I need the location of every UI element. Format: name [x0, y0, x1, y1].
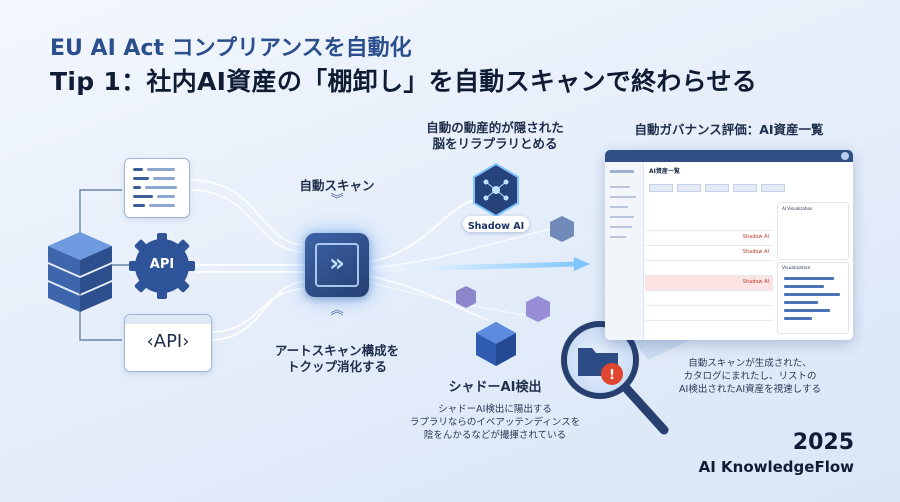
warning-icon: ! [601, 363, 623, 385]
shadow-top-line2: 脳をリラプラリとめる [432, 136, 558, 152]
shadow-ai-cube-icon [476, 322, 516, 366]
warn-tag: Shadow AI [742, 279, 769, 285]
right-note-line2: カタログにまれたし、リストの [683, 370, 817, 382]
api-window: ‹API› [124, 314, 212, 372]
api-gear-label: API [149, 257, 175, 272]
table-row[interactable] [645, 216, 773, 231]
api-gear-icon [129, 233, 195, 299]
graph-panel: AI Visualization [777, 202, 849, 260]
incoming-streams [189, 179, 306, 341]
shadow-note-line3: 陰をんかるなどが撮揮されている [423, 429, 567, 441]
dashboard-header-bar [605, 150, 853, 162]
warn-tag: Shadow AI [742, 234, 769, 240]
shadow-ai-hexagon-icon [473, 162, 519, 218]
cube-icon-small-3 [526, 296, 550, 322]
table-row[interactable] [645, 306, 773, 321]
graph-panel-title: AI Visualization [782, 206, 813, 211]
shadow-note-line2: ラプラリならのイベアッテンディンスを [409, 416, 581, 428]
right-note: 自動スキャンが生成された、 カタログにまれたし、リストの AI検出されたAI資産… [660, 358, 840, 396]
ai-asset-dashboard: AI資産一覧 Shadow AI Shadow AI Shadow AI AI … [605, 150, 853, 340]
scan-bottom-label: アートスキャン構成を トクップ消化する [262, 343, 412, 376]
scan-bottom-line1: アートスキャン構成を [274, 343, 400, 358]
shadow-top-label: 自動の動産的が隠された 脳をリラプラリとめる [405, 120, 585, 153]
table-row[interactable]: Shadow AI [645, 246, 773, 261]
api-window-label: ‹API› [146, 331, 190, 352]
scan-frame-icon [315, 243, 359, 287]
subtitle: EU AI Act コンプリアンスを自動化 [50, 36, 412, 61]
shadow-note-line1: シャドーAI検出に陽出する [438, 404, 552, 415]
arrow-right-icon: » [329, 249, 345, 277]
database-stack-icon [48, 232, 112, 312]
page-title: Tip 1：社内AI資産の「棚卸し」を自動スキャンで終わらせる [50, 67, 758, 96]
code-window [124, 158, 190, 218]
shadow-detect-note: シャドーAI検出に陽出する ラプラリならのイベアッテンディンスを 陰をんかるなど… [395, 404, 595, 442]
scan-label: 自動スキャン [299, 178, 375, 193]
api-window-bar [125, 315, 211, 324]
table-row[interactable]: Shadow AI [645, 231, 773, 246]
viz-panel: Visualization [777, 262, 849, 334]
scanner-core: » [305, 233, 369, 297]
warn-tag: Shadow AI [742, 249, 769, 255]
table-row-alert[interactable]: Shadow AI [645, 276, 773, 291]
right-note-line3: AI検出されたAI資産を視速しする [679, 383, 821, 395]
right-note-line1: 自動スキャンが生成された、 [688, 358, 812, 369]
footer-year: 2025 [792, 430, 854, 455]
dashboard-inner-title: AI資産一覧 [649, 168, 680, 175]
cube-icon-small-1 [550, 216, 574, 242]
chevron-up-icon: ︽ [330, 303, 344, 318]
chevron-down-icon: ︾ [330, 193, 344, 208]
shadow-top-line1: 自動の動産的が隠された [426, 120, 564, 135]
footer-brand: AI KnowledgeFlow [698, 458, 854, 476]
viz-panel-title: Visualization [782, 266, 811, 271]
shadow-ai-badge-text: Shadow AI [467, 221, 525, 232]
dashboard-label: 自動ガバナンス評価：AI資産一覧 [634, 122, 824, 137]
shadow-ai-badge: Shadow AI [463, 216, 529, 232]
table-row[interactable] [645, 291, 773, 306]
cube-icon-small-2 [456, 286, 476, 308]
table-row[interactable] [645, 261, 773, 276]
dashboard-sidebar [605, 162, 644, 340]
scan-bottom-line2: トクップ消化する [286, 359, 387, 375]
shadow-detect-label: シャドーAI検出 [448, 380, 542, 395]
dashboard-user-avatar [841, 152, 849, 160]
svg-text:!: ! [609, 368, 615, 383]
dashboard-tabs [649, 184, 849, 192]
